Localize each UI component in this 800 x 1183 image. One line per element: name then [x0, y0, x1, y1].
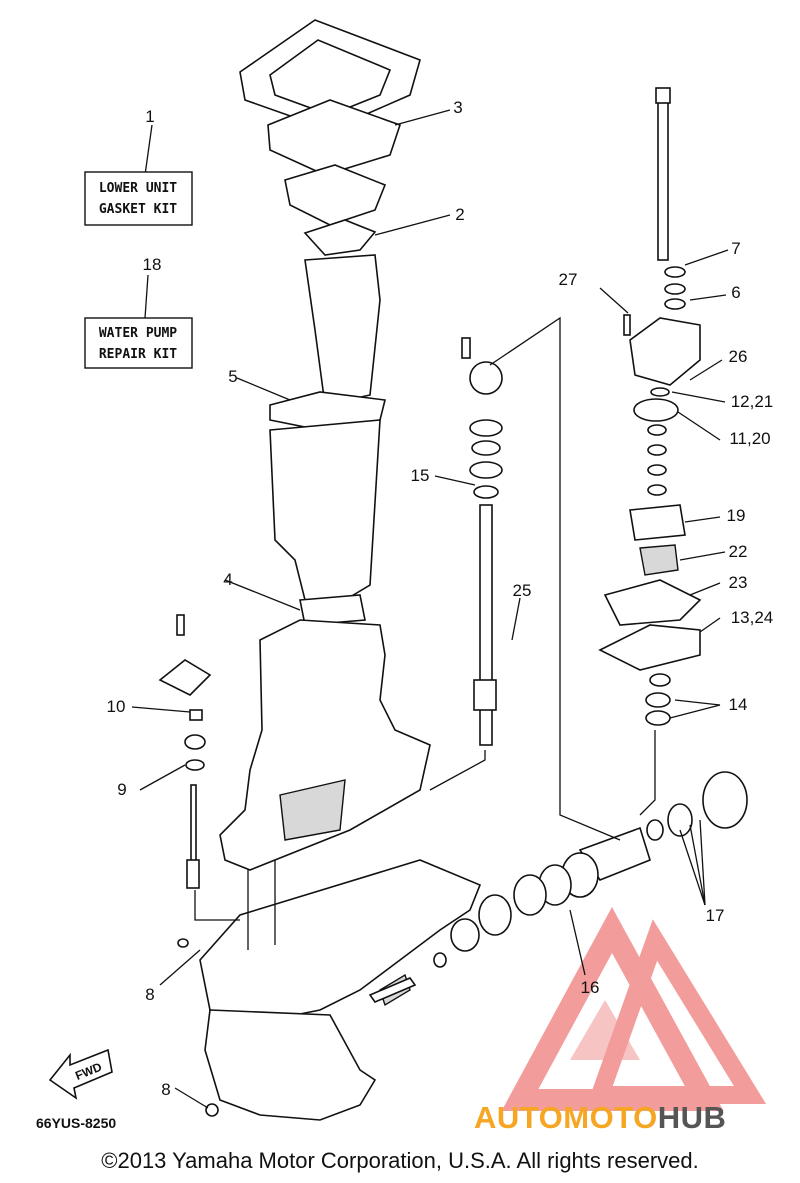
watermark-part-1: AUTOMOTO — [474, 1100, 658, 1135]
callout-7: 7 — [731, 239, 740, 258]
callout-23: 23 — [729, 573, 748, 592]
callout-16: 16 — [581, 978, 600, 997]
callout-4: 4 — [223, 570, 232, 589]
watermark-part-2: HUB — [657, 1100, 727, 1135]
callout-6: 6 — [731, 283, 740, 302]
drive-shaft — [461, 337, 503, 746]
shift-rod-assembly — [158, 614, 219, 1117]
callout-8-lower: 8 — [161, 1080, 170, 1099]
callout-17: 17 — [706, 906, 725, 925]
callout-8: 8 — [145, 985, 154, 1004]
callout-11-20: 11,20 — [729, 429, 770, 448]
callout-18: 18 — [143, 255, 162, 274]
callout-13-24: 13,24 — [731, 608, 774, 627]
callout-9: 9 — [117, 780, 126, 799]
kit-line-2: REPAIR KIT — [99, 347, 177, 362]
callout-1: 1 — [145, 107, 154, 126]
lower-casing — [219, 619, 431, 871]
callout-22: 22 — [729, 542, 748, 561]
exhaust-manifold-gasket — [239, 19, 421, 256]
kit-line-1: WATER PUMP — [99, 326, 177, 341]
kit-line-1: LOWER UNIT — [99, 181, 177, 196]
kit-box-lower-unit-gasket: LOWER UNIT GASKET KIT — [84, 171, 193, 226]
callout-19: 19 — [727, 506, 746, 525]
upper-casing — [269, 254, 386, 626]
diagram-code: 66YUS-8250 — [36, 1115, 116, 1131]
callout-15: 15 — [411, 466, 430, 485]
callout-3: 3 — [453, 98, 462, 117]
callout-12-21: 12,21 — [731, 392, 774, 411]
callout-27: 27 — [559, 270, 578, 289]
callout-25: 25 — [513, 581, 532, 600]
watermark-logo — [501, 906, 767, 1111]
propeller-shaft-assembly — [368, 771, 748, 1003]
gear-case — [199, 859, 482, 1121]
callout-labels: 1 2 3 4 5 6 7 8 8 9 10 11,20 12,21 13,24… — [107, 98, 774, 1099]
kit-box-water-pump-repair: WATER PUMP REPAIR KIT — [84, 317, 193, 369]
callout-14: 14 — [729, 695, 748, 714]
callout-5: 5 — [228, 367, 237, 386]
copyright-notice: ©2013 Yamaha Motor Corporation, U.S.A. A… — [101, 1148, 699, 1173]
callout-2: 2 — [455, 205, 464, 224]
watermark-brand: AUTOMOTOHUB — [474, 1100, 726, 1136]
leader-lines — [131, 109, 729, 1109]
kit-line-2: GASKET KIT — [99, 202, 177, 217]
water-pump-assembly — [598, 87, 702, 726]
callout-10: 10 — [107, 697, 126, 716]
callout-26: 26 — [729, 347, 748, 366]
forward-arrow-icon: FWD — [48, 1048, 113, 1100]
